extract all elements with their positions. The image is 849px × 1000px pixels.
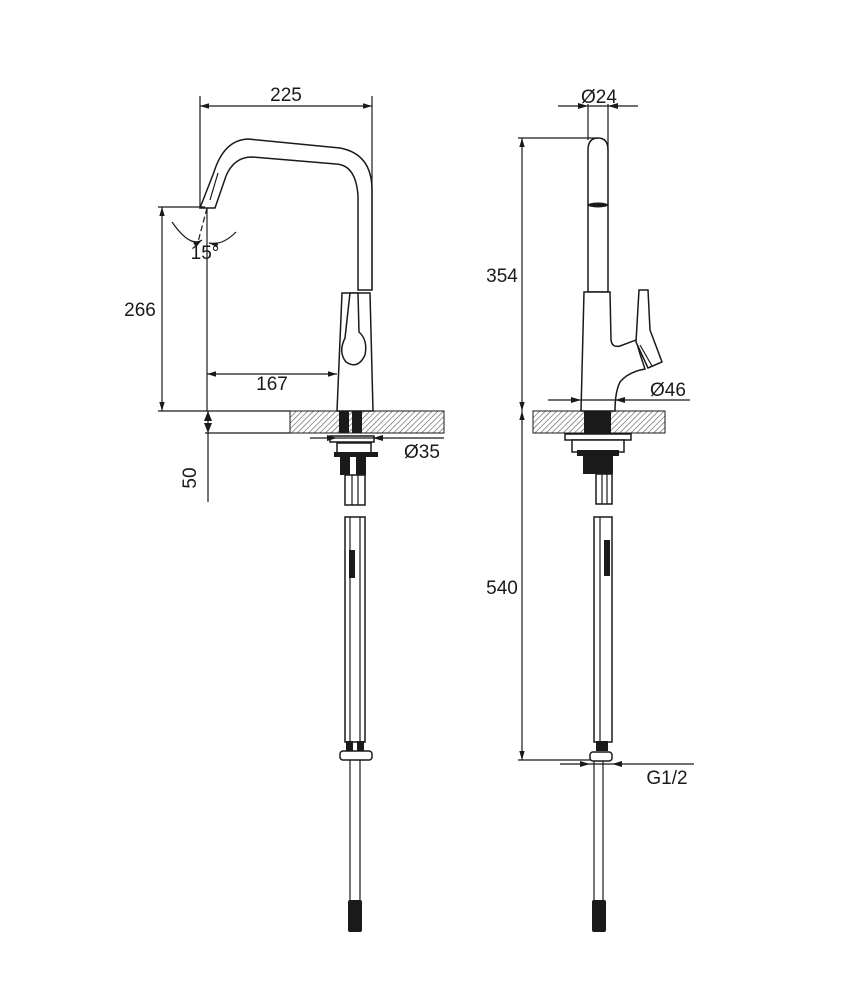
front-hose-fitting [348, 900, 362, 932]
dim-spout-angle: 15° [191, 243, 220, 264]
side-body [580, 291, 646, 412]
dim-hose-length: 540 [486, 578, 518, 599]
dim-body-offset: 167 [256, 374, 288, 395]
front-handle [341, 292, 367, 366]
dim-connection: G1/2 [646, 768, 687, 789]
side-hose-fitting [592, 900, 606, 932]
dim-reach: 225 [270, 85, 302, 106]
dim-spout-height: 266 [124, 300, 156, 321]
front-spout [198, 138, 373, 291]
dim-deck-thickness: 50 [180, 467, 201, 488]
dim-shank-diameter: Ø35 [404, 442, 440, 463]
dim-base-diameter: Ø46 [650, 380, 686, 401]
dim-total-height: 354 [486, 266, 518, 287]
side-view: Ø24 354 Ø46 540 G1/2 [486, 87, 694, 932]
front-view: 225 266 15° 167 50 Ø35 [124, 85, 445, 932]
dim-spout-diameter: Ø24 [581, 87, 617, 108]
side-spout [587, 137, 609, 293]
front-deck-section [289, 410, 445, 434]
